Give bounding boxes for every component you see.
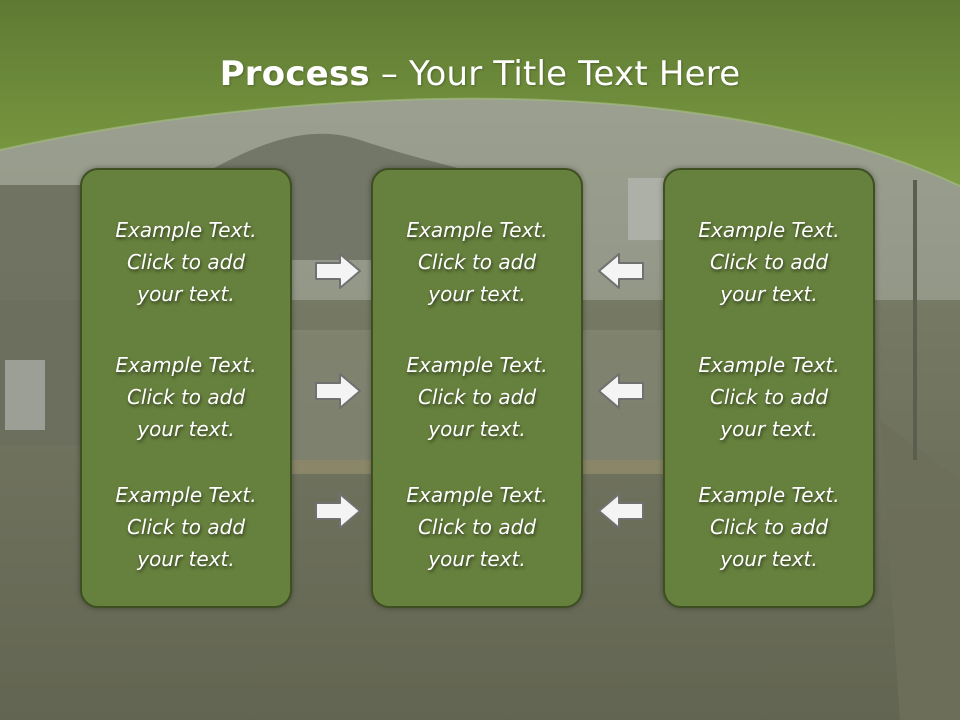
text-line: Example Text. (115, 218, 257, 242)
text-line: Click to add (417, 515, 537, 539)
panel-text-box[interactable]: Example Text. Click to add your text. (665, 349, 873, 445)
panel-text-box[interactable]: Example Text. Click to add your text. (373, 214, 581, 310)
text-line: Click to add (709, 515, 829, 539)
left-arrow-icon (598, 373, 644, 409)
panel-text-box[interactable]: Example Text. Click to add your text. (665, 214, 873, 310)
text-line: Example Text. (698, 218, 840, 242)
panel-text-box[interactable]: Example Text. Click to add your text. (82, 349, 290, 445)
right-arrow-icon (315, 253, 361, 289)
right-arrow-icon (315, 493, 361, 529)
text-line: Click to add (126, 385, 246, 409)
text-line: your text. (720, 417, 818, 441)
panel-text-box[interactable]: Example Text. Click to add your text. (665, 479, 873, 575)
text-line: Click to add (417, 385, 537, 409)
text-line: Click to add (126, 250, 246, 274)
panel-text-box[interactable]: Example Text. Click to add your text. (82, 479, 290, 575)
text-line: your text. (428, 282, 526, 306)
text-line: Click to add (417, 250, 537, 274)
text-line: Example Text. (698, 353, 840, 377)
text-line: your text. (720, 282, 818, 306)
process-panel-center: Example Text. Click to add your text. Ex… (371, 168, 583, 608)
text-line: your text. (137, 417, 235, 441)
panel-text-box[interactable]: Example Text. Click to add your text. (82, 214, 290, 310)
text-line: Click to add (709, 385, 829, 409)
text-line: your text. (428, 417, 526, 441)
text-line: Example Text. (698, 483, 840, 507)
text-line: Click to add (126, 515, 246, 539)
text-line: your text. (720, 547, 818, 571)
text-line: Example Text. (406, 353, 548, 377)
panel-text-box[interactable]: Example Text. Click to add your text. (373, 349, 581, 445)
title-rest: – Your Title Text Here (369, 54, 741, 94)
title-bold: Process (219, 54, 370, 94)
process-panel-left: Example Text. Click to add your text. Ex… (80, 168, 292, 608)
panel-text-box[interactable]: Example Text. Click to add your text. (373, 479, 581, 575)
process-panel-right: Example Text. Click to add your text. Ex… (663, 168, 875, 608)
text-line: Example Text. (115, 353, 257, 377)
text-line: Example Text. (406, 483, 548, 507)
left-arrow-icon (598, 493, 644, 529)
slide-title: Process – Your Title Text Here (0, 52, 960, 96)
text-line: Click to add (709, 250, 829, 274)
text-line: your text. (137, 547, 235, 571)
text-line: Example Text. (406, 218, 548, 242)
right-arrow-icon (315, 373, 361, 409)
text-line: your text. (137, 282, 235, 306)
text-line: your text. (428, 547, 526, 571)
left-arrow-icon (598, 253, 644, 289)
text-line: Example Text. (115, 483, 257, 507)
